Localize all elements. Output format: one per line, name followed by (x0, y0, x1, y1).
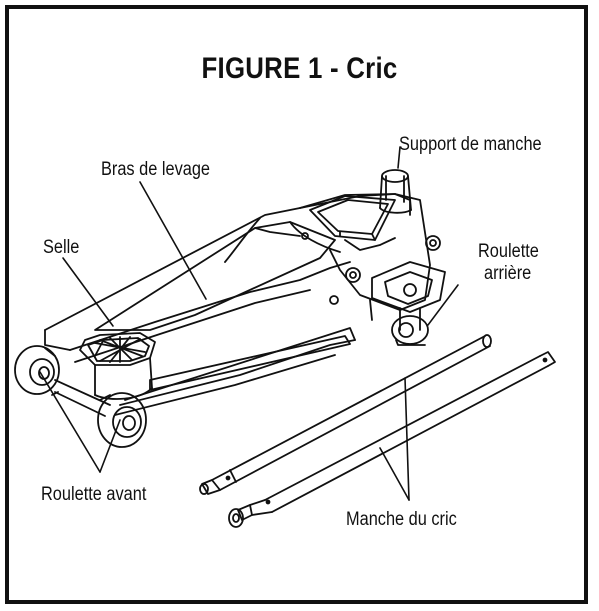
label-rear-caster-line1: Roulette (478, 241, 539, 262)
saddle (79, 332, 156, 400)
leader-lines (39, 146, 459, 501)
label-handle-support: Support de manche (399, 134, 542, 155)
label-jack-handle: Manche du cric (346, 509, 457, 530)
figure-frame (5, 5, 588, 604)
jack-handle-parts (199, 334, 556, 528)
label-rear-caster-line2: arrière (484, 263, 532, 284)
label-lift-arm: Bras de levage (101, 159, 211, 180)
jack-frame (44, 193, 431, 416)
label-front-wheel: Roulette avant (41, 484, 147, 505)
rear-caster (371, 261, 446, 346)
handle-support-socket (301, 169, 441, 305)
label-saddle: Selle (43, 237, 80, 258)
figure-title: FIGURE 1 - Cric (201, 52, 398, 85)
